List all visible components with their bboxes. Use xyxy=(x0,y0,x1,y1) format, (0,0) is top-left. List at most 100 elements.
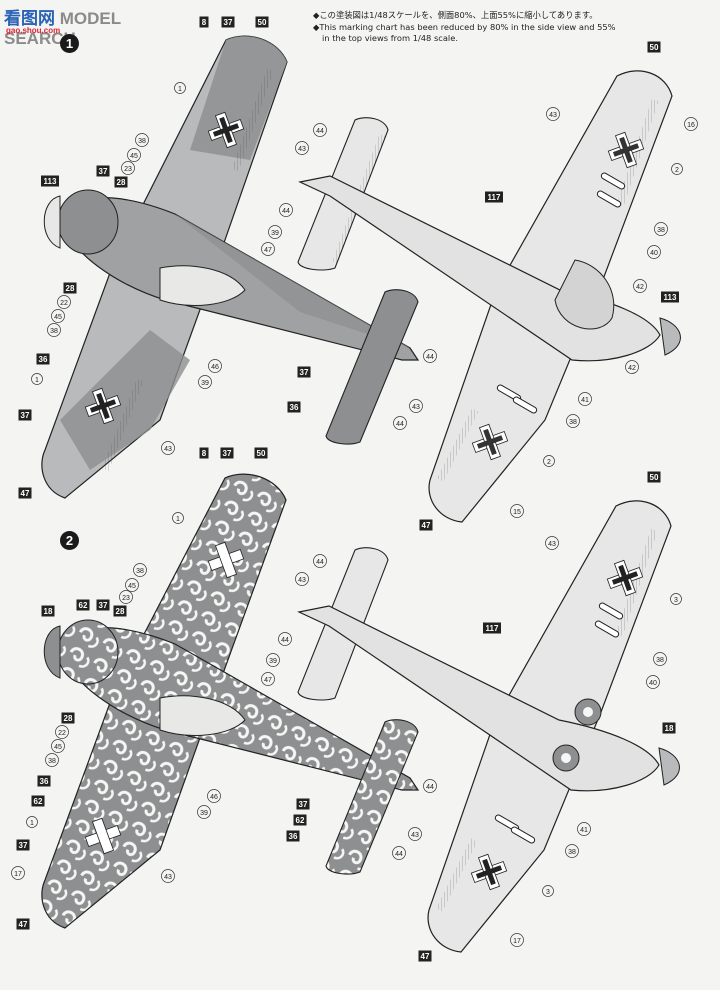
callout-s1_top-47: 47 xyxy=(18,487,32,499)
callout-number: 16 xyxy=(687,122,695,129)
scheme2-bottom-cross-upper xyxy=(606,559,644,597)
scheme2-bottom-rockets xyxy=(494,602,624,844)
watermark-url: gao.shou.com xyxy=(6,26,61,35)
callout-number: 28 xyxy=(116,607,125,616)
scheme2-top-canopy xyxy=(159,695,246,736)
callout-number: 37 xyxy=(300,368,309,377)
scheme2-bottom-cross-lower xyxy=(470,853,508,891)
callout-s2_top-44: 44 xyxy=(423,779,437,793)
callout-number: 42 xyxy=(628,365,636,372)
callout-s1_top-23: 23 xyxy=(121,161,135,175)
callout-s2_bottom-3: 3 xyxy=(542,885,554,897)
callout-number: 37 xyxy=(99,167,108,176)
callout-number: 3 xyxy=(674,597,678,604)
callout-s2_top-45: 45 xyxy=(125,578,139,592)
callout-number: 38 xyxy=(48,758,56,765)
callout-s2_top-28: 28 xyxy=(113,605,127,617)
callout-s2_top-8: 8 xyxy=(199,447,209,459)
callout-number: 1 xyxy=(176,516,180,523)
callout-number: 44 xyxy=(316,128,324,135)
callout-s1_top-37: 37 xyxy=(96,165,110,177)
callout-number: 44 xyxy=(281,637,289,644)
callout-s1_top-8: 8 xyxy=(199,16,209,28)
callout-s1_bottom-2: 2 xyxy=(671,163,683,175)
callout-s2_top-37: 37 xyxy=(296,798,310,810)
watermark-title-cn: 看图网 xyxy=(4,9,55,28)
callout-s2_bottom-3: 3 xyxy=(670,593,682,605)
callout-s2_top-1: 1 xyxy=(172,512,184,524)
callout-s1_bottom-2: 2 xyxy=(543,455,555,467)
callout-s2_top-44: 44 xyxy=(392,846,406,860)
callout-s1_top-28: 28 xyxy=(114,176,128,188)
callout-number: 117 xyxy=(488,193,501,202)
callout-number: 47 xyxy=(21,489,30,498)
callout-number: 38 xyxy=(657,227,665,234)
note-japanese: ◆この塗装図は1/48スケールを、側面80%、上面55%に縮小してあります。 xyxy=(313,10,598,20)
callout-s2_bottom-117: 117 xyxy=(483,622,501,634)
callout-number: 47 xyxy=(421,952,430,961)
callout-s2_top-36: 36 xyxy=(286,830,300,842)
callout-s2_top-37: 37 xyxy=(96,599,110,611)
callout-s2_bottom-18: 18 xyxy=(662,722,676,734)
callout-s1_top-44: 44 xyxy=(393,416,407,430)
callout-s1_bottom-43: 43 xyxy=(409,399,423,413)
scheme2-top-tailplane-lower xyxy=(325,719,419,875)
scheme2-top-view xyxy=(41,473,420,929)
callout-number: 17 xyxy=(513,938,521,945)
callout-number: 18 xyxy=(44,607,53,616)
site-watermark-logo: 看图网 MODEL SEARCH gao.shou.com xyxy=(4,4,174,48)
callout-number: 43 xyxy=(298,146,306,153)
callout-number: 23 xyxy=(124,166,132,173)
callout-s2_bottom-43: 43 xyxy=(545,536,559,550)
callout-number: 113 xyxy=(664,293,677,302)
scheme-badge-1: 1 xyxy=(60,34,79,53)
callout-s1_bottom-40: 40 xyxy=(647,245,661,259)
callout-number: 38 xyxy=(138,138,146,145)
callout-number: 46 xyxy=(210,794,218,801)
callout-s1_bottom-38: 38 xyxy=(654,222,668,236)
callout-s1_bottom-113: 113 xyxy=(661,291,679,303)
callout-s2_top-62: 62 xyxy=(76,599,90,611)
scheme1-top-tailplane-lower xyxy=(325,289,419,445)
callout-number: 117 xyxy=(486,624,499,633)
callout-s2_bottom-40: 40 xyxy=(646,675,660,689)
callout-s1_top-36: 36 xyxy=(287,401,301,413)
callout-s1_bottom-42: 42 xyxy=(625,360,639,374)
callout-number: 44 xyxy=(396,421,404,428)
callout-number: 18 xyxy=(665,724,674,733)
callout-number: 62 xyxy=(34,797,43,806)
callout-number: 44 xyxy=(426,784,434,791)
callout-number: 45 xyxy=(128,583,136,590)
callout-s2_bottom-38: 38 xyxy=(565,844,579,858)
note-english-line1: ◆This marking chart has been reduced by … xyxy=(313,21,616,32)
callout-s1_top-113: 113 xyxy=(41,175,59,187)
scheme2-top-cross-upper xyxy=(207,541,245,579)
callout-s2_top-28: 28 xyxy=(61,712,75,724)
callout-s1_top-39: 39 xyxy=(268,225,282,239)
scheme1-top-view xyxy=(41,35,420,499)
callout-number: 41 xyxy=(580,827,588,834)
callout-number: 39 xyxy=(201,380,209,387)
callout-s2_top-18: 18 xyxy=(41,605,55,617)
scheme1-top-cross-lower xyxy=(84,387,122,425)
callout-s2_top-39: 39 xyxy=(266,653,280,667)
callout-s2_top-47: 47 xyxy=(16,918,30,930)
callout-number: 50 xyxy=(258,18,267,27)
scheme1-top-cross-upper xyxy=(207,111,245,149)
callout-number: 45 xyxy=(130,153,138,160)
callout-s1_top-38: 38 xyxy=(47,323,61,337)
callout-s1_top-1: 1 xyxy=(31,373,43,385)
callout-number: 44 xyxy=(316,559,324,566)
callout-number: 44 xyxy=(395,851,403,858)
callout-number: 47 xyxy=(422,521,431,530)
callout-number: 43 xyxy=(164,874,172,881)
callout-number: 2 xyxy=(675,167,679,174)
callout-number: 44 xyxy=(426,354,434,361)
callout-number: 43 xyxy=(549,112,557,119)
scheme1-bottom-rockets xyxy=(496,172,626,414)
callout-number: 38 xyxy=(136,568,144,575)
callout-number: 22 xyxy=(58,730,66,737)
callout-s1_bottom-42: 42 xyxy=(633,279,647,293)
scheme1-bottom-spinner xyxy=(659,317,681,356)
callout-number: 23 xyxy=(122,595,130,602)
